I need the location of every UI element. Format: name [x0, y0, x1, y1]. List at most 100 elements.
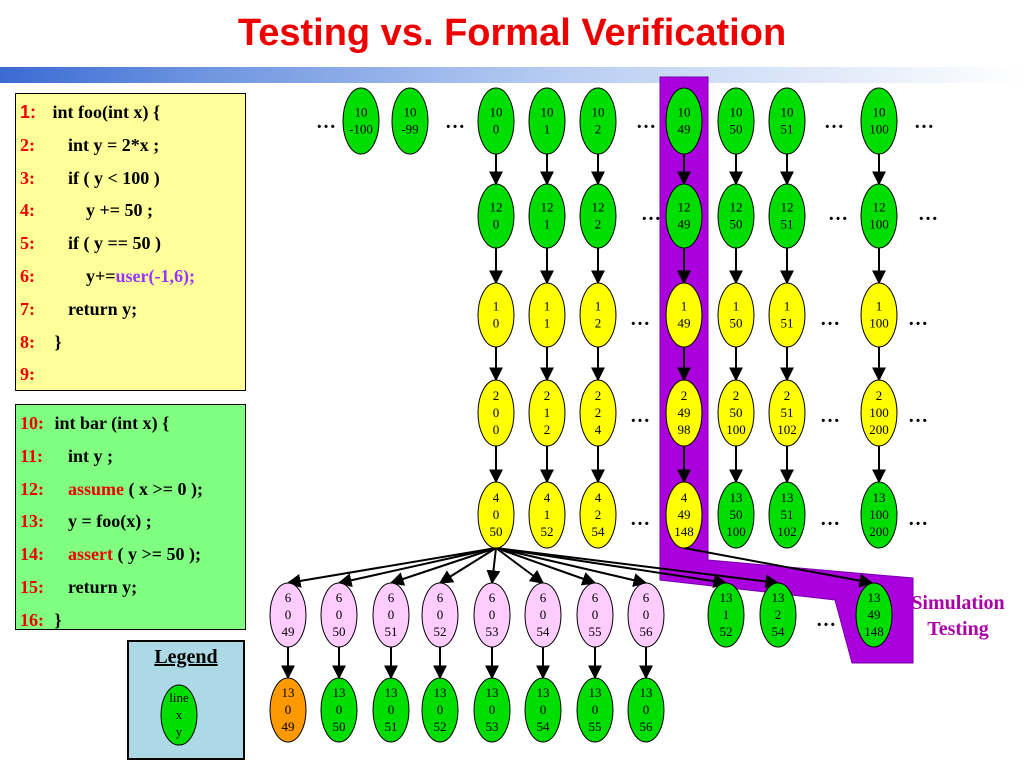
transition-arrow — [495, 547, 780, 589]
state-node-label: 2 — [733, 388, 740, 403]
state-node: 102 — [579, 87, 617, 155]
state-node-label: 13 — [282, 685, 295, 700]
ellipsis-marker: … — [816, 609, 836, 631]
state-node-label: 10 — [873, 105, 886, 120]
state-node-label: 2 — [595, 388, 602, 403]
simulation-label-line-2: Testing — [927, 618, 989, 640]
code-text: } — [50, 609, 62, 630]
state-node-label: 1 — [784, 299, 791, 314]
bar-code-line: 13: y = foo(x) ; — [20, 505, 245, 538]
state-node-label: 100 — [869, 217, 889, 232]
ellipsis-marker: … — [636, 111, 656, 133]
state-node-ellipse — [860, 183, 898, 249]
state-node-label: 1 — [595, 299, 602, 314]
state-node-label: 1 — [723, 607, 730, 622]
state-node-ellipse — [860, 87, 898, 155]
foo-code-line: 8: } — [20, 326, 245, 359]
state-node-ellipse — [269, 582, 307, 648]
state-node-label: 1 — [493, 299, 500, 314]
state-node-label: 0 — [285, 702, 292, 717]
state-node-ellipse — [707, 582, 745, 648]
ellipsis-marker: … — [630, 308, 650, 330]
state-node-label: 49 — [678, 217, 691, 232]
transition-arrow — [495, 547, 648, 587]
state-node-label: 2 — [784, 388, 791, 403]
code-keyword: assume — [68, 478, 125, 499]
state-node-label: 55 — [589, 719, 602, 734]
state-node: 101 — [528, 87, 566, 155]
foo-code-line: 7: return y; — [20, 293, 245, 326]
state-node-ellipse — [473, 582, 511, 648]
state-node-label: 51 — [781, 405, 794, 420]
state-node-ellipse — [391, 87, 429, 155]
state-node-label: 6 — [643, 590, 650, 605]
state-node-ellipse — [768, 183, 806, 249]
state-node-label: 13 — [486, 685, 499, 700]
state-node-label: 50 — [730, 405, 743, 420]
state-node-label: 1 — [876, 299, 883, 314]
state-node-ellipse — [477, 282, 515, 348]
transition-arrow — [495, 547, 545, 584]
state-node-ellipse — [528, 183, 566, 249]
ellipsis-marker: … — [641, 203, 661, 225]
state-node-ellipse — [372, 677, 410, 743]
ellipsis-marker: … — [820, 405, 840, 427]
state-node-label: 0 — [643, 702, 650, 717]
ellipsis-marker: … — [908, 405, 928, 427]
state-node-ellipse — [477, 379, 515, 447]
state-node-label: 54 — [772, 624, 786, 639]
state-node-label: 13 — [730, 490, 743, 505]
state-node-label: 0 — [493, 217, 500, 232]
state-node-label: 0 — [493, 122, 500, 137]
code-text: return y; — [50, 576, 138, 597]
state-node-label: 12 — [592, 200, 605, 215]
state-node-label: 0 — [493, 507, 500, 522]
state-node-label: 13 — [781, 490, 794, 505]
ellipsis-marker: … — [630, 508, 650, 530]
state-node-label: 148 — [674, 524, 694, 539]
transition-arrow — [286, 547, 497, 588]
state-node-ellipse — [372, 582, 410, 648]
state-node-ellipse — [320, 582, 358, 648]
line-number: 16: — [20, 609, 44, 630]
state-node-ellipse — [579, 481, 617, 549]
ellipsis-marker: … — [824, 111, 844, 133]
state-node: 151 — [768, 282, 806, 348]
state-node-label: 102 — [777, 422, 797, 437]
state-node-label: 0 — [437, 702, 444, 717]
line-number: 7: — [20, 298, 35, 319]
state-node-label: 0 — [336, 607, 343, 622]
state-node-ellipse — [627, 582, 665, 648]
state-node-label: 102 — [777, 524, 797, 539]
state-node-label: 12 — [781, 200, 794, 215]
state-node-label: 0 — [388, 607, 395, 622]
state-node-ellipse — [665, 282, 703, 348]
state-node-label: 0 — [540, 607, 547, 622]
legend-node-x-label: x — [176, 707, 183, 722]
state-node-label: 10 — [355, 105, 368, 120]
state-node-label: 50 — [730, 507, 743, 522]
state-node-label: 13 — [873, 490, 886, 505]
state-node-label: 1 — [544, 405, 551, 420]
state-node: 10 — [477, 282, 515, 348]
legend-title: Legend — [154, 646, 218, 668]
code-text: return y; — [50, 298, 138, 319]
state-node-label: 12 — [541, 200, 554, 215]
state-node-label: 98 — [678, 422, 691, 437]
state-node-label: 52 — [541, 524, 554, 539]
state-node-label: 10 — [678, 105, 691, 120]
